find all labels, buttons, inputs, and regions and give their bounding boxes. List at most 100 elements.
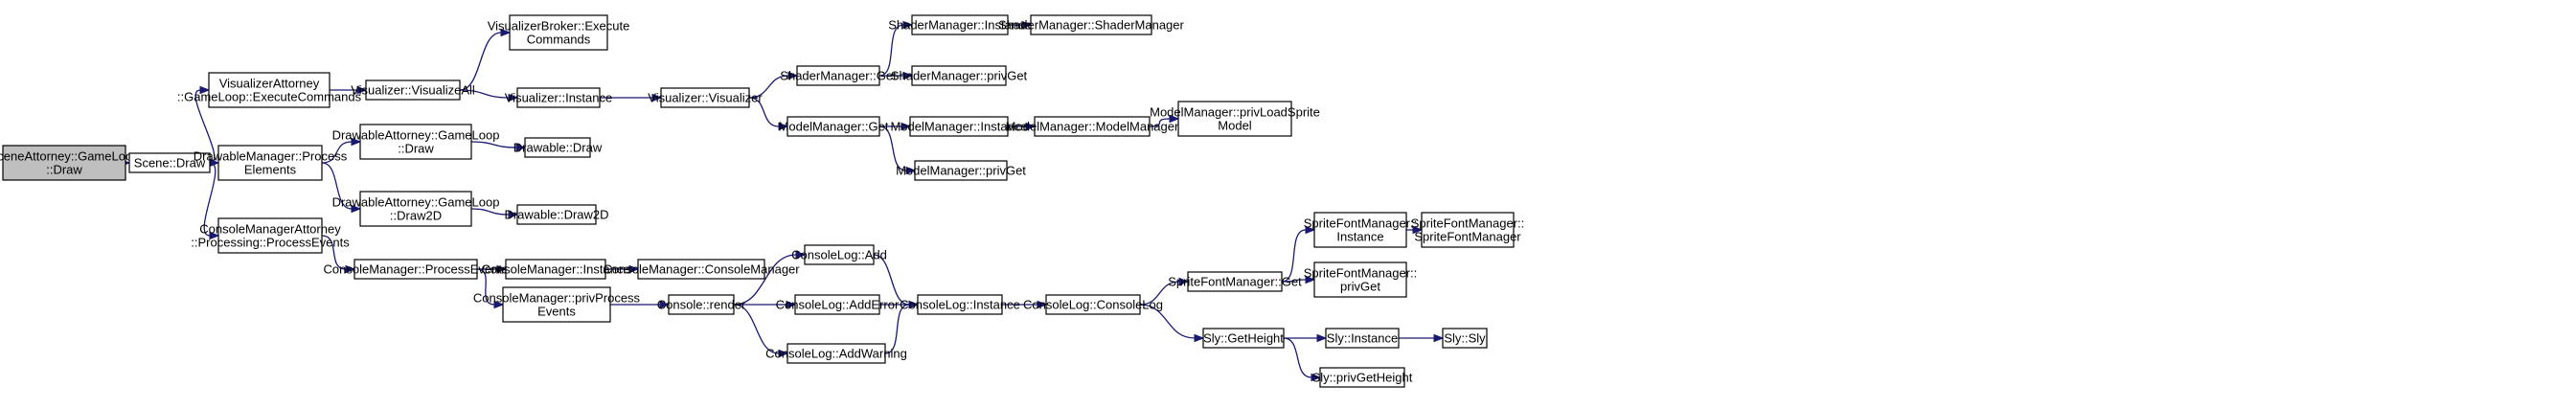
node-model_manager_ctor[interactable]: ModelManager::ModelManager <box>1006 116 1179 137</box>
node-label-line: ModelManager::ModelManager <box>1006 120 1179 134</box>
edge-scene_draw-to-visualizer_attorney <box>194 85 216 164</box>
node-label-line: Events <box>537 305 576 319</box>
node-label-line: Commands <box>527 33 591 47</box>
node-label-line: ConsoleManager::ConsoleManager <box>603 262 800 277</box>
edge-arrowhead <box>356 85 368 95</box>
node-console_manager_process_events[interactable]: ConsoleManager::ProcessEvents <box>324 259 509 280</box>
node-box <box>516 87 601 108</box>
edge-arrowhead <box>628 264 640 274</box>
edge-visualizer_ctor-to-shader_manager_get <box>748 71 799 99</box>
node-model_manager_privget[interactable]: ModelManager::privGet <box>896 160 1026 181</box>
edge-console_log_add_warning-to-console_log_instance <box>884 300 920 354</box>
edge-sly_get_height-to-sly_instance <box>1284 333 1328 343</box>
node-label-line: VisualizerBroker::Execute <box>488 19 630 34</box>
edge-arrowhead <box>787 71 799 80</box>
edge-console_render-to-console_log_add_warning <box>733 304 789 358</box>
node-visualizer_attorney[interactable]: VisualizerAttorney::GameLoop::ExecuteCom… <box>177 72 362 108</box>
edge-arrowhead <box>493 300 505 309</box>
node-label-line: SpriteFontManager:: <box>1411 216 1525 231</box>
node-sly_priv_get_height[interactable]: Sly::privGetHeight <box>1312 367 1413 388</box>
node-drawable_attorney_draw2d[interactable]: DrawableAttorney::GameLoop::Draw2D <box>332 191 500 227</box>
node-sprite_font_manager_get[interactable]: SpriteFontManager::Get <box>1168 271 1302 292</box>
node-box <box>909 116 1009 137</box>
node-drawable_attorney_draw[interactable]: DrawableAttorney::GameLoop::Draw <box>332 124 500 160</box>
edge-console_manager_priv_process-to-console_render <box>610 300 671 309</box>
edge-arrowhead <box>1311 373 1322 382</box>
edge-arrowhead <box>1025 122 1037 131</box>
node-label-line: ModelManager::Instance <box>890 120 1027 134</box>
edge-sprite_font_manager_instance-to-sprite_font_manager_ctor <box>1405 225 1424 235</box>
node-console_log_add_warning[interactable]: ConsoleLog::AddWarning <box>765 343 907 364</box>
node-sly_get_height[interactable]: Sly::GetHeight <box>1202 328 1285 349</box>
edge-drawable_manager_process-to-drawable_attorney_draw <box>321 137 362 164</box>
node-sly_ctor[interactable]: Sly::Sly <box>1442 328 1488 349</box>
node-console_log_add_error[interactable]: ConsoleLog::AddError <box>776 294 900 315</box>
node-console_manager_ctor[interactable]: ConsoleManager::ConsoleManager <box>603 259 800 280</box>
node-shader_manager_get[interactable]: ShaderManager::Get <box>780 65 897 86</box>
node-model_manager_instance[interactable]: ModelManager::Instance <box>890 116 1028 137</box>
edge-arrowhead <box>1169 114 1180 124</box>
node-visualizer_broker[interactable]: VisualizerBroker::ExecuteCommands <box>488 14 630 51</box>
node-shader_manager_privget[interactable]: ShaderManager::privGet <box>891 65 1028 86</box>
edge-arrowhead <box>902 20 914 30</box>
node-console_log_add[interactable]: ConsoleLog::Add <box>791 244 887 265</box>
node-model_manager_get[interactable]: ModelManager::Get <box>779 116 889 137</box>
node-label-line: Visualizer::VisualizeAll <box>351 83 475 98</box>
edge-shader_manager_get-to-shader_manager_privget <box>878 71 914 80</box>
node-label-line: SpriteFontManager:: <box>1304 216 1418 231</box>
edge-drawable_manager_process-to-drawable_attorney_draw2d <box>321 162 362 214</box>
node-label-line: ::Draw2D <box>390 209 442 223</box>
node-label-line: DrawableManager::Process <box>194 149 348 164</box>
node-sly_instance[interactable]: Sly::Instance <box>1325 328 1400 349</box>
node-console_manager_attorney[interactable]: ConsoleManagerAttorney::Processing::Proc… <box>191 217 350 254</box>
edge-arrowhead <box>908 300 920 309</box>
edge-arrowhead <box>902 71 914 80</box>
node-shader_manager_ctor[interactable]: ShaderManager::ShaderManager <box>998 14 1185 35</box>
edge-arrowhead <box>345 264 356 274</box>
node-sprite_font_manager_privget[interactable]: SpriteFontManager::privGet <box>1304 261 1418 298</box>
edge-arrowhead <box>651 93 663 102</box>
node-console_manager_instance[interactable]: ConsoleManager::Instance <box>481 259 630 280</box>
node-drawable_draw2d[interactable]: Drawable::Draw2D <box>504 204 609 225</box>
edge-arrowhead <box>500 28 512 37</box>
edge-console_manager_process_events-to-console_manager_priv_process <box>476 268 505 309</box>
node-label-line: ModelManager::privLoadSprite <box>1150 105 1320 120</box>
node-label-line: Console::render <box>657 298 746 312</box>
node-box <box>524 137 591 158</box>
node-box <box>796 65 880 86</box>
edge-model_manager_get-to-model_manager_instance <box>879 122 912 131</box>
node-visualizer_instance[interactable]: Visualizer::Instance <box>505 87 613 108</box>
node-scene_attorney_draw[interactable]: SceneAttorney::GameLoop::Draw <box>0 145 139 181</box>
node-label-line: DrawableAttorney::GameLoop <box>332 128 500 143</box>
node-console_render[interactable]: Console::render <box>657 294 746 315</box>
edge-console_render-to-console_log_add_error <box>734 300 797 309</box>
node-shader_manager_instance[interactable]: ShaderManager::Instance <box>888 14 1032 35</box>
node-console_log_ctor[interactable]: ConsoleLog::ConsoleLog <box>1023 294 1163 315</box>
node-label-line: Instance <box>1336 230 1383 244</box>
node-box <box>1313 212 1407 248</box>
node-label-line: Sly::Instance <box>1327 331 1398 346</box>
edge-arrowhead <box>209 231 220 240</box>
edge-line <box>470 141 517 148</box>
node-drawable_draw[interactable]: Drawable::Draw <box>513 137 603 158</box>
edge-sly_instance-to-sly_ctor <box>1399 333 1445 343</box>
node-visualizer_visualize_all[interactable]: Visualizer::VisualizeAll <box>351 80 475 101</box>
node-box <box>1177 101 1292 137</box>
node-sprite_font_manager_instance[interactable]: SpriteFontManager::Instance <box>1304 212 1418 248</box>
node-scene_draw[interactable]: Scene::Draw <box>128 152 211 173</box>
edge-line <box>733 304 780 354</box>
edge-model_manager_instance-to-model_manager_ctor <box>1008 122 1037 131</box>
node-sprite_font_manager_ctor[interactable]: SpriteFontManager::SpriteFontManager <box>1411 212 1525 248</box>
node-label-line: Sly::privGetHeight <box>1312 371 1413 385</box>
edge-scene_draw-to-console_manager_attorney <box>203 162 220 240</box>
node-box <box>505 259 606 280</box>
node-label-line: Sly::GetHeight <box>1203 331 1284 346</box>
edge-arrowhead <box>778 349 789 358</box>
node-visualizer_ctor[interactable]: Visualizer::Visualizer <box>648 87 763 108</box>
node-label-line: ModelManager::Get <box>779 120 889 134</box>
node-console_log_instance[interactable]: ConsoleLog::Instance <box>900 294 1020 315</box>
node-box <box>637 259 765 280</box>
